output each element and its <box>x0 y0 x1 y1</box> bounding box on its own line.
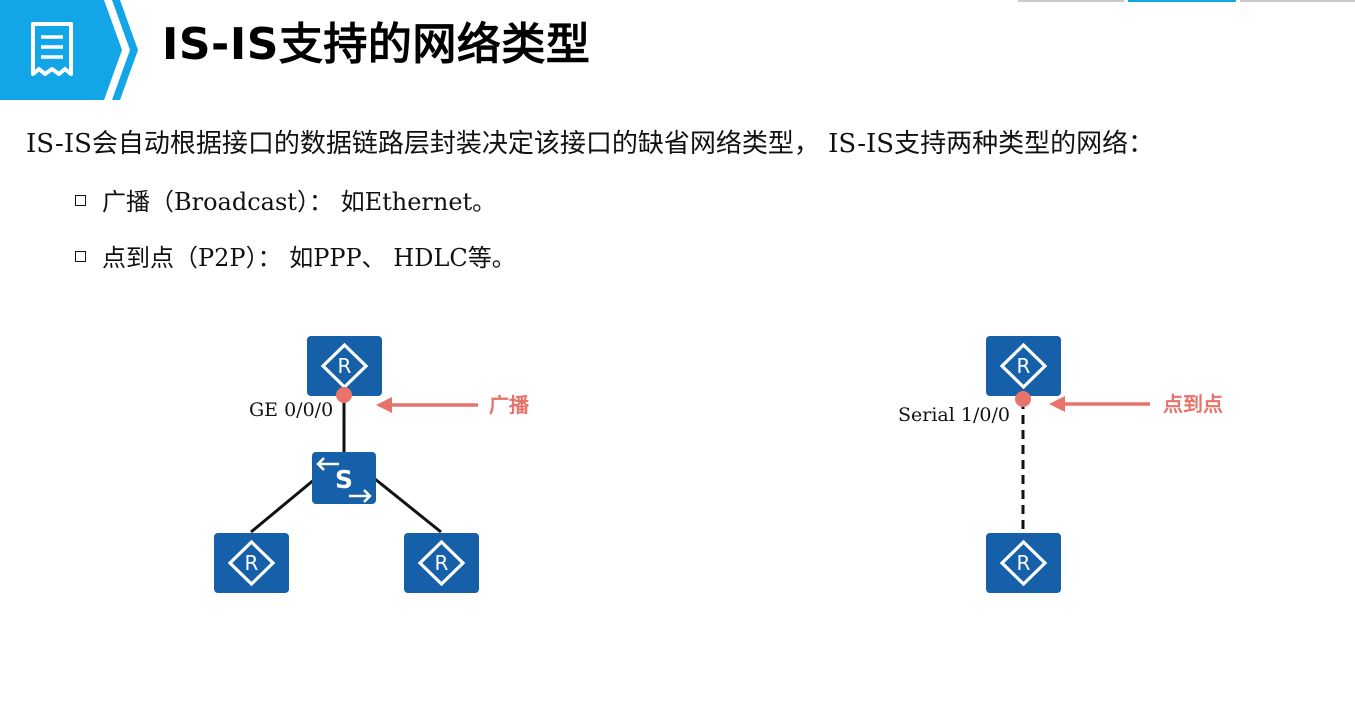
bullet-text: 广播（Broadcast）： 如Ethernet。 <box>102 188 497 216</box>
bullet-square-icon <box>75 195 86 206</box>
arrow-left-icon <box>1049 396 1150 412</box>
router-icon: R <box>984 531 1063 595</box>
document-icon <box>0 0 138 100</box>
list-item-p2p: 点到点（P2P）： 如PPP、 HDLC等。 <box>75 240 516 276</box>
svg-text:R: R <box>435 551 449 575</box>
intro-text: IS-IS会自动根据接口的数据链路层封装决定该接口的缺省网络类型， IS-IS支… <box>26 129 1155 159</box>
p2p-tag: 点到点 <box>1163 392 1223 416</box>
broadcast-interface-dot <box>336 387 352 403</box>
svg-text:R: R <box>1017 354 1031 378</box>
router-icon: R <box>305 334 384 398</box>
svg-text:R: R <box>338 354 352 378</box>
arrow-left-icon <box>376 397 478 413</box>
broadcast-link-left <box>250 477 316 534</box>
bullet-text: 点到点（P2P）： 如PPP、 HDLC等。 <box>102 244 516 272</box>
broadcast-link-right <box>374 477 442 534</box>
broadcast-port-label: GE 0/0/0 <box>249 399 333 421</box>
router-icon: R <box>402 531 481 595</box>
router-icon: R <box>984 334 1063 398</box>
list-item-broadcast: 广播（Broadcast）： 如Ethernet。 <box>75 184 496 220</box>
p2p-interface-dot <box>1015 391 1031 407</box>
p2p-port-label: Serial 1/0/0 <box>898 404 1010 426</box>
switch-icon: S <box>310 450 378 506</box>
svg-text:R: R <box>245 551 259 575</box>
svg-text:R: R <box>1017 551 1031 575</box>
svg-text:S: S <box>335 465 353 494</box>
bullet-square-icon <box>75 251 86 262</box>
router-icon: R <box>212 531 291 595</box>
page-title: IS-IS支持的网络类型 <box>162 19 591 70</box>
broadcast-tag: 广播 <box>489 393 530 417</box>
